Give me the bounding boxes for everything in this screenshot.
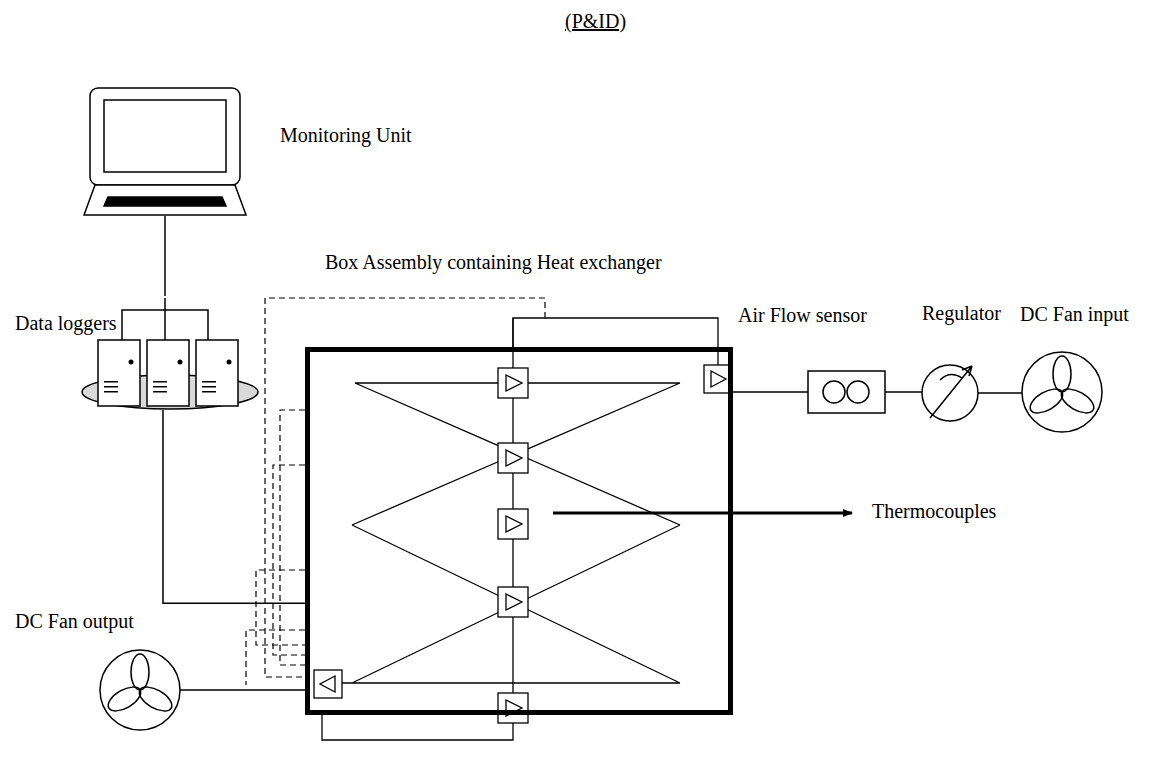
fan-symbol-part [1058, 384, 1098, 418]
server-icons-part-part [153, 386, 167, 388]
server-icons-part-part [104, 381, 118, 383]
regulator: Regulator [922, 365, 978, 421]
thermocouple-sensors-part-part [506, 375, 522, 391]
fan-symbol [100, 352, 1102, 730]
connector-line [885, 392, 922, 393]
connector-line-part [733, 391, 808, 393]
server-icons-part-part [196, 340, 238, 406]
fan-symbol-part [1053, 356, 1071, 392]
flow-sensor-symbol-part [823, 381, 845, 403]
thermocouple-sensors-part-part [704, 365, 732, 393]
server-icons-part-part [178, 360, 183, 365]
heat-exchanger-lines-part [322, 318, 513, 740]
laptop-icon-part [84, 185, 246, 215]
regulator-symbol-part [922, 365, 978, 421]
thermocouple-sensors-part-part [498, 368, 528, 398]
thermocouple-sensors [314, 365, 732, 723]
server-icons-part [104, 360, 232, 393]
thermocouple-sensors-part [320, 371, 726, 716]
node-label: Air Flow sensor [738, 304, 867, 326]
thermocouple-sensors-part-part [498, 587, 528, 617]
heat-exchanger-lines-part [340, 383, 680, 683]
fan-symbol-part [136, 682, 176, 716]
connector-line [180, 690, 305, 691]
laptop-icon-part [104, 100, 226, 172]
connector-line [978, 393, 1022, 394]
thermocouple-sensors-part-part [506, 516, 522, 532]
thermocouple-sensors-part [314, 365, 732, 723]
heat-exchanger-lines-part [513, 318, 718, 365]
node-label: Data loggers [15, 312, 117, 334]
regulator-symbol-part [930, 366, 972, 418]
connector-line-part [978, 392, 1022, 394]
laptop-icon [84, 88, 246, 215]
thermocouple-sensors-part-part [498, 693, 528, 723]
leader-arrow [553, 512, 852, 515]
monitoring-unit: Monitoring Unit [84, 88, 246, 216]
thermocouple-sensors-part-part [506, 450, 522, 466]
fan-symbol-part [1022, 352, 1102, 432]
flow-sensor-symbol-part [808, 371, 885, 413]
callout-label: Thermocouples [872, 500, 996, 522]
dc-fan-input: DC Fan input [1022, 352, 1102, 432]
flow-sensor-symbol-part [847, 381, 869, 403]
server-icons-part-part [104, 386, 118, 388]
thermocouple-wires [246, 298, 545, 685]
air-flow-sensor: Air Flow sensor [808, 371, 885, 413]
data-logger: Data loggers [80, 296, 262, 410]
node-label: Regulator [922, 302, 1001, 324]
connector-line-part [163, 410, 305, 603]
thermocouple-sensors-part-part [498, 443, 528, 473]
node-label: DC Fan output [15, 610, 134, 632]
thermocouple-wires-part [280, 410, 305, 665]
connector-line-part [180, 689, 305, 691]
thermocouple-sensors-part-part [320, 676, 335, 692]
thermocouple-sensors-part-part [498, 509, 528, 539]
node-label: Box Assembly containing Heat exchanger [325, 251, 662, 273]
server-icons-part-part [104, 391, 118, 393]
diagram-title: (P&ID) [565, 10, 626, 33]
server-icons-part-part [227, 360, 232, 365]
thermocouple-sensors-part-part [711, 371, 726, 387]
fan-symbol-part [1026, 384, 1066, 418]
server-icons-part-part [202, 381, 216, 383]
regulator-symbol [922, 365, 978, 421]
server-icons-part-part [202, 386, 216, 388]
node-label: DC Fan input [1020, 303, 1129, 325]
server-icons-part-part [98, 340, 140, 406]
heat-exchanger-box: Box Assembly containing Heat exchanger [305, 347, 733, 715]
fan-symbol-part [100, 650, 180, 730]
server-icons-part [122, 298, 208, 340]
heat-exchanger-lines [322, 318, 718, 740]
connector-line-part [164, 216, 166, 296]
fan-symbol-part [104, 682, 144, 716]
server-icons-part-part [153, 391, 167, 393]
server-icons-part-part [202, 391, 216, 393]
connector-line [165, 216, 166, 296]
thermocouple-sensors-part-part [506, 594, 522, 610]
flow-sensor-symbol [808, 371, 885, 413]
server-icons-part-part [147, 340, 189, 406]
server-icons-part [98, 340, 238, 406]
connector-line-part [885, 391, 922, 393]
server-icons-part-part [129, 360, 134, 365]
connector-line [733, 391, 808, 392]
thermocouple-sensors-part-part [314, 670, 342, 698]
laptop-icon-part [104, 197, 226, 206]
node-label: Monitoring Unit [280, 124, 412, 146]
laptop-icon-part [90, 88, 240, 185]
connector-line [163, 410, 305, 603]
server-icons-part-part [153, 381, 167, 383]
thermocouple-wires-part [246, 630, 305, 685]
regulator-symbol-part [940, 374, 962, 380]
fan-symbol-part [131, 654, 149, 690]
thermocouple-wires-part [273, 465, 305, 655]
thermocouple-wires-part [256, 570, 305, 645]
dc-fan-output: DC Fan output [100, 650, 180, 730]
